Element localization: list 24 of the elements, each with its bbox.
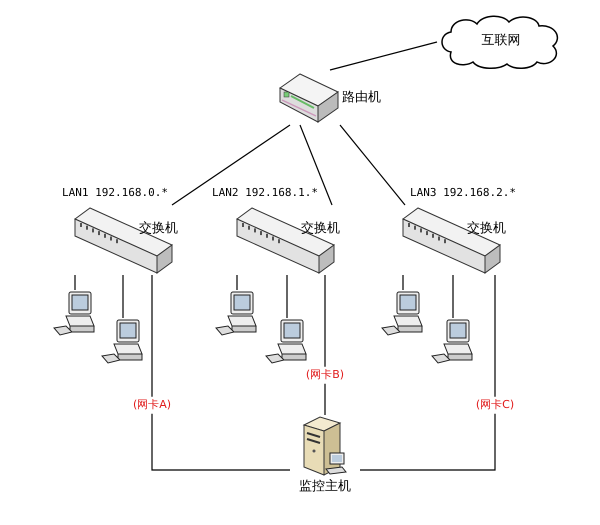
node-label: 互联网 (482, 32, 520, 50)
connection-line (74, 275, 76, 290)
connection-line (122, 275, 124, 318)
subnet-label: LAN2 192.168.1.* (212, 185, 318, 201)
node-label: 路由机 (342, 90, 381, 105)
connection-line (236, 275, 238, 290)
node-label: 交换机 (301, 221, 340, 236)
connection-line (330, 41, 438, 71)
edge-label: (网卡C) (474, 396, 516, 414)
edge-label: (网卡B) (304, 366, 346, 384)
subnet-label: LAN1 192.168.0.* (62, 185, 168, 201)
subnet-label: LAN3 192.168.2.* (410, 185, 516, 201)
connection-line (299, 124, 333, 206)
connection-line (340, 124, 406, 206)
connection-line (360, 275, 496, 471)
connection-line (402, 275, 404, 290)
node-label: 交换机 (139, 221, 178, 236)
node-label: 交换机 (467, 221, 506, 236)
connection-line (452, 275, 454, 318)
edge-label: (网卡A) (130, 396, 174, 414)
connection-line (151, 275, 290, 471)
node-label: 监控主机 (299, 479, 351, 494)
connection-line (172, 124, 290, 206)
connection-line (286, 275, 288, 318)
